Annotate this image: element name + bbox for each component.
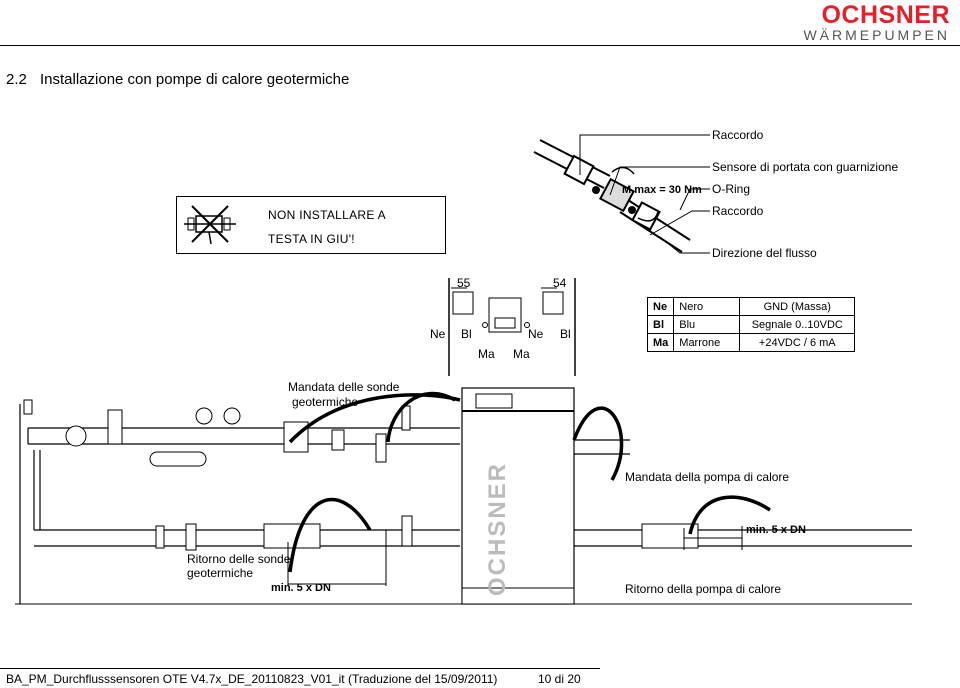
wire-color-table: Ne Nero GND (Massa) Bl Blu Segnale 0..10… [646,297,856,352]
terminal-55: 55 [457,276,471,290]
warning-line-1: NON INSTALLARE A [268,208,386,222]
table-row: Ma Marrone +24VDC / 6 mA [646,333,856,352]
warning-line-2: TESTA IN GIU'! [268,232,355,246]
footer-document-id: BA_PM_Durchflusssensoren OTE V4.7x_DE_20… [6,672,498,686]
warning-box [176,196,446,254]
wire-signal: Segnale 0..10VDC [739,315,856,334]
label-mandata-pompa: Mandata della pompa di calore [625,470,790,484]
wire-ma-1: Ma [478,347,495,361]
label-mandata-sonde-2: geotermiche [292,395,359,409]
wire-code: Ma [646,333,675,352]
label-torque: M max = 30 Nm [622,184,702,196]
brand-subtitle: WÄRMEPUMPEN [803,27,950,43]
section-heading: 2.2 Installazione con pompe di calore geo… [6,71,349,88]
label-min-dn-left: min. 5 x DN [271,582,331,594]
wire-signal: GND (Massa) [739,297,856,316]
label-mandata-sonde-1: Mandata delle sonde [288,380,400,394]
label-raccordo-bottom: Raccordo [712,204,764,218]
wire-ne-1: Ne [430,327,446,341]
wire-bl-2: Bl [560,327,571,341]
label-sensore: Sensore di portata con guarnizione [712,160,899,174]
table-row: Ne Nero GND (Massa) [646,297,856,316]
table-row: Bl Blu Segnale 0..10VDC [646,315,856,334]
label-oring: O-Ring [712,182,751,196]
flow-sensor-drawing [533,139,691,253]
terminal-54: 54 [553,276,567,290]
unit-brand-panel: OCHSNER [482,440,506,600]
brand-name: OCHSNER [821,1,950,29]
label-ritorno-pompa: Ritorno della pompa di calore [625,582,782,596]
label-ritorno-sonde-1: Ritorno delle sonde [187,552,291,566]
brand-logo: OCHSNER WÄRMEPUMPEN [803,2,950,42]
header-rule [0,45,960,46]
wire-color: Blu [673,315,741,334]
wire-code: Ne [646,297,675,316]
label-min-dn-right: min. 5 x DN [746,524,806,536]
wire-bl-1: Bl [461,327,472,341]
wire-color: Nero [673,297,741,316]
wire-code: Bl [646,315,675,334]
section-title: Installazione con pompe di calore geoter… [40,71,350,88]
label-raccordo-top: Raccordo [712,128,764,142]
wire-color: Marrone [673,333,741,352]
wire-ma-2: Ma [513,347,530,361]
installation-diagram [15,387,912,605]
upside-down-sensor-icon [184,205,236,245]
unit-brand-text: OCHSNER [484,461,506,596]
leader-lines [579,134,710,254]
footer-page-number: 10 di 20 [538,672,581,686]
wiring-diagram [448,278,576,376]
footer-rule [0,668,600,669]
label-direzione: Direzione del flusso [712,246,817,260]
section-number: 2.2 [6,71,27,88]
wire-signal: +24VDC / 6 mA [739,333,856,352]
label-ritorno-sonde-2: geotermiche [187,566,254,580]
wire-ne-2: Ne [528,327,544,341]
